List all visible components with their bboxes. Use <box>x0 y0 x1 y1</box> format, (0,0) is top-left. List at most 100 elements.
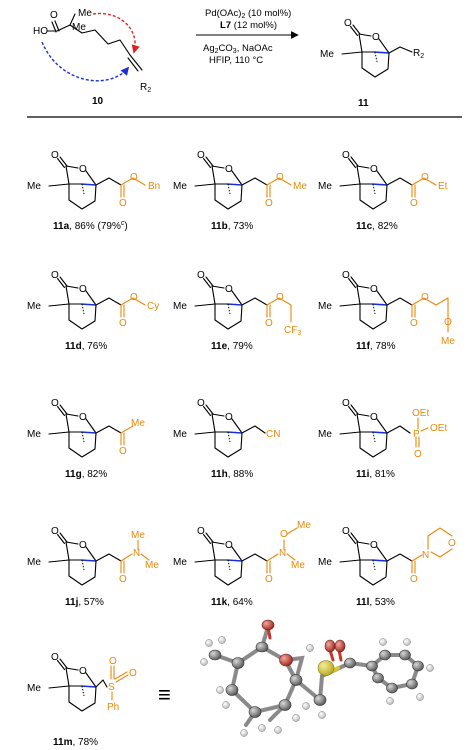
compound-11j: Me O O O N Me Me 11j, 57% <box>27 526 159 608</box>
sulfonyl-o-top: O <box>109 656 117 667</box>
compound-caption: 11h, 88% <box>211 469 253 480</box>
ester-group: Cy <box>147 301 159 312</box>
compound-11f: Me O O O O O Me 11f, 78% <box>318 270 455 352</box>
ester-o-carbonyl: O <box>265 198 273 209</box>
product-r2-label: R2 <box>413 48 424 60</box>
methyl-group: Me <box>131 418 145 429</box>
me-label: Me <box>27 429 41 440</box>
ester-o: O <box>130 292 138 303</box>
reaction-conditions: Pd(OAc)2 (10 mol%) L7 (12 mol%) Ag2CO3, … <box>196 8 299 66</box>
me-label: Me <box>27 181 41 192</box>
me-label: Me <box>173 301 187 312</box>
ligand-text: L7 (12 mol%) <box>220 20 277 31</box>
me-label: Me <box>318 301 332 312</box>
ester-o: O <box>130 172 138 183</box>
amide-o: O <box>265 574 273 585</box>
substrate-ho-label: HO <box>33 26 48 37</box>
o-ring-label: O <box>79 540 87 551</box>
me-label: Me <box>173 429 187 440</box>
ester-o: O <box>421 292 429 303</box>
o-carbonyl-label: O <box>197 398 205 409</box>
compound-11d: Me O O O O Cy 11d, 76% <box>27 270 159 352</box>
product-11: Me O O R2 11 <box>320 18 424 109</box>
ether-o: O <box>444 317 452 328</box>
o-ring-label: O <box>225 284 233 295</box>
o-carbonyl-label: O <box>51 398 59 409</box>
o-carbonyl-label: O <box>197 150 205 161</box>
amide-n: N <box>279 548 286 559</box>
ester-group: Et <box>438 181 448 192</box>
methoxy-methyl: Me <box>297 520 311 531</box>
ketone-o: O <box>119 446 127 457</box>
sulfonyl-o-right: O <box>129 668 137 679</box>
amide-o: O <box>119 574 127 585</box>
phosphorus: P <box>413 429 420 440</box>
o-ring-label: O <box>370 412 378 423</box>
ester-group: Bn <box>148 181 160 192</box>
o-carbonyl-label: O <box>51 652 59 663</box>
product-label: 11 <box>358 98 369 109</box>
compound-11i: Me O O P O OEt OEt 11i, 81% <box>318 398 447 480</box>
o-carbonyl-label: O <box>342 526 350 537</box>
compound-caption: 11k, 64% <box>211 597 253 608</box>
o-carbonyl-label: O <box>197 526 205 537</box>
n-methyl-right: Me <box>145 560 159 571</box>
red-dashed-arrow <box>92 12 140 54</box>
o-carbonyl-label: O <box>342 398 350 409</box>
compound-caption: 11b, 73% <box>211 221 253 232</box>
o-carbonyl-label: O <box>197 270 205 281</box>
o-carbonyl-label: O <box>342 270 350 281</box>
me-label: Me <box>27 683 41 694</box>
methyl-group: Me <box>441 336 455 347</box>
additive-text: Ag2CO3, NaOAc <box>203 43 273 55</box>
o-ring-label: O <box>225 540 233 551</box>
ester-o: O <box>421 172 429 183</box>
compound-11c: Me O O O O Et 11c, 82% <box>318 150 448 232</box>
compound-caption: 11l, 53% <box>356 597 395 608</box>
o-ring-label: O <box>370 540 378 551</box>
substrate-o-label: O <box>50 10 58 21</box>
o-ring-label: O <box>79 666 87 677</box>
substrate-label: 10 <box>92 96 104 107</box>
morpholine-n: N <box>422 550 429 561</box>
ethoxy-right: OEt <box>430 423 447 434</box>
ester-o-carbonyl: O <box>119 198 127 209</box>
product-o-carbonyl-label: O <box>344 18 352 29</box>
compound-caption: 11e, 79% <box>211 341 253 352</box>
compound-caption: 11c, 82% <box>356 221 398 232</box>
amide-o: O <box>410 574 418 585</box>
phenyl-group: Ph <box>107 702 119 713</box>
ester-group: Me <box>293 181 307 192</box>
product-me-label: Me <box>320 49 334 60</box>
compound-caption: 11m, 78% <box>53 737 98 748</box>
compound-11a: Me O O O O Bn 11a, 86% (79%c) <box>27 150 160 232</box>
ester-o-carbonyl: O <box>265 318 273 329</box>
o-ring-label: O <box>370 284 378 295</box>
ester-o-carbonyl: O <box>410 318 418 329</box>
compound-11m: Me O O S O O Ph 11m, 78% <box>27 652 137 748</box>
product-o-ring-label: O <box>372 32 380 43</box>
o-ring-label: O <box>225 412 233 423</box>
ester-o-carbonyl: O <box>119 318 127 329</box>
ethoxy-top: OEt <box>412 408 429 419</box>
phosphoryl-o: O <box>414 449 422 460</box>
me-label: Me <box>318 181 332 192</box>
compound-11e: Me O O O O CF3 11e, 79% <box>173 270 301 352</box>
compound-11k: Me O O O N O Me Me 11k, 64% <box>173 520 311 608</box>
amide-n: N <box>133 548 140 559</box>
compound-11h: Me O O CN 11h, 88% <box>173 398 280 480</box>
o-carbonyl-label: O <box>342 150 350 161</box>
compound-caption: 11i, 81% <box>356 469 395 480</box>
ester-o: O <box>276 172 284 183</box>
o-ring-label: O <box>370 164 378 175</box>
compound-11g: Me O O O Me 11g, 82% <box>27 398 145 480</box>
compound-caption: 11d, 76% <box>65 341 107 352</box>
xray-crystal-structure <box>200 619 434 737</box>
catalyst-text: Pd(OAc)2 (10 mol%) <box>205 8 291 20</box>
me-label: Me <box>318 557 332 568</box>
compound-caption: 11a, 86% (79%c) <box>53 220 128 232</box>
compound-caption: 11f, 78% <box>356 341 396 352</box>
n-methyl-top: Me <box>131 530 145 541</box>
me-label: Me <box>173 181 187 192</box>
